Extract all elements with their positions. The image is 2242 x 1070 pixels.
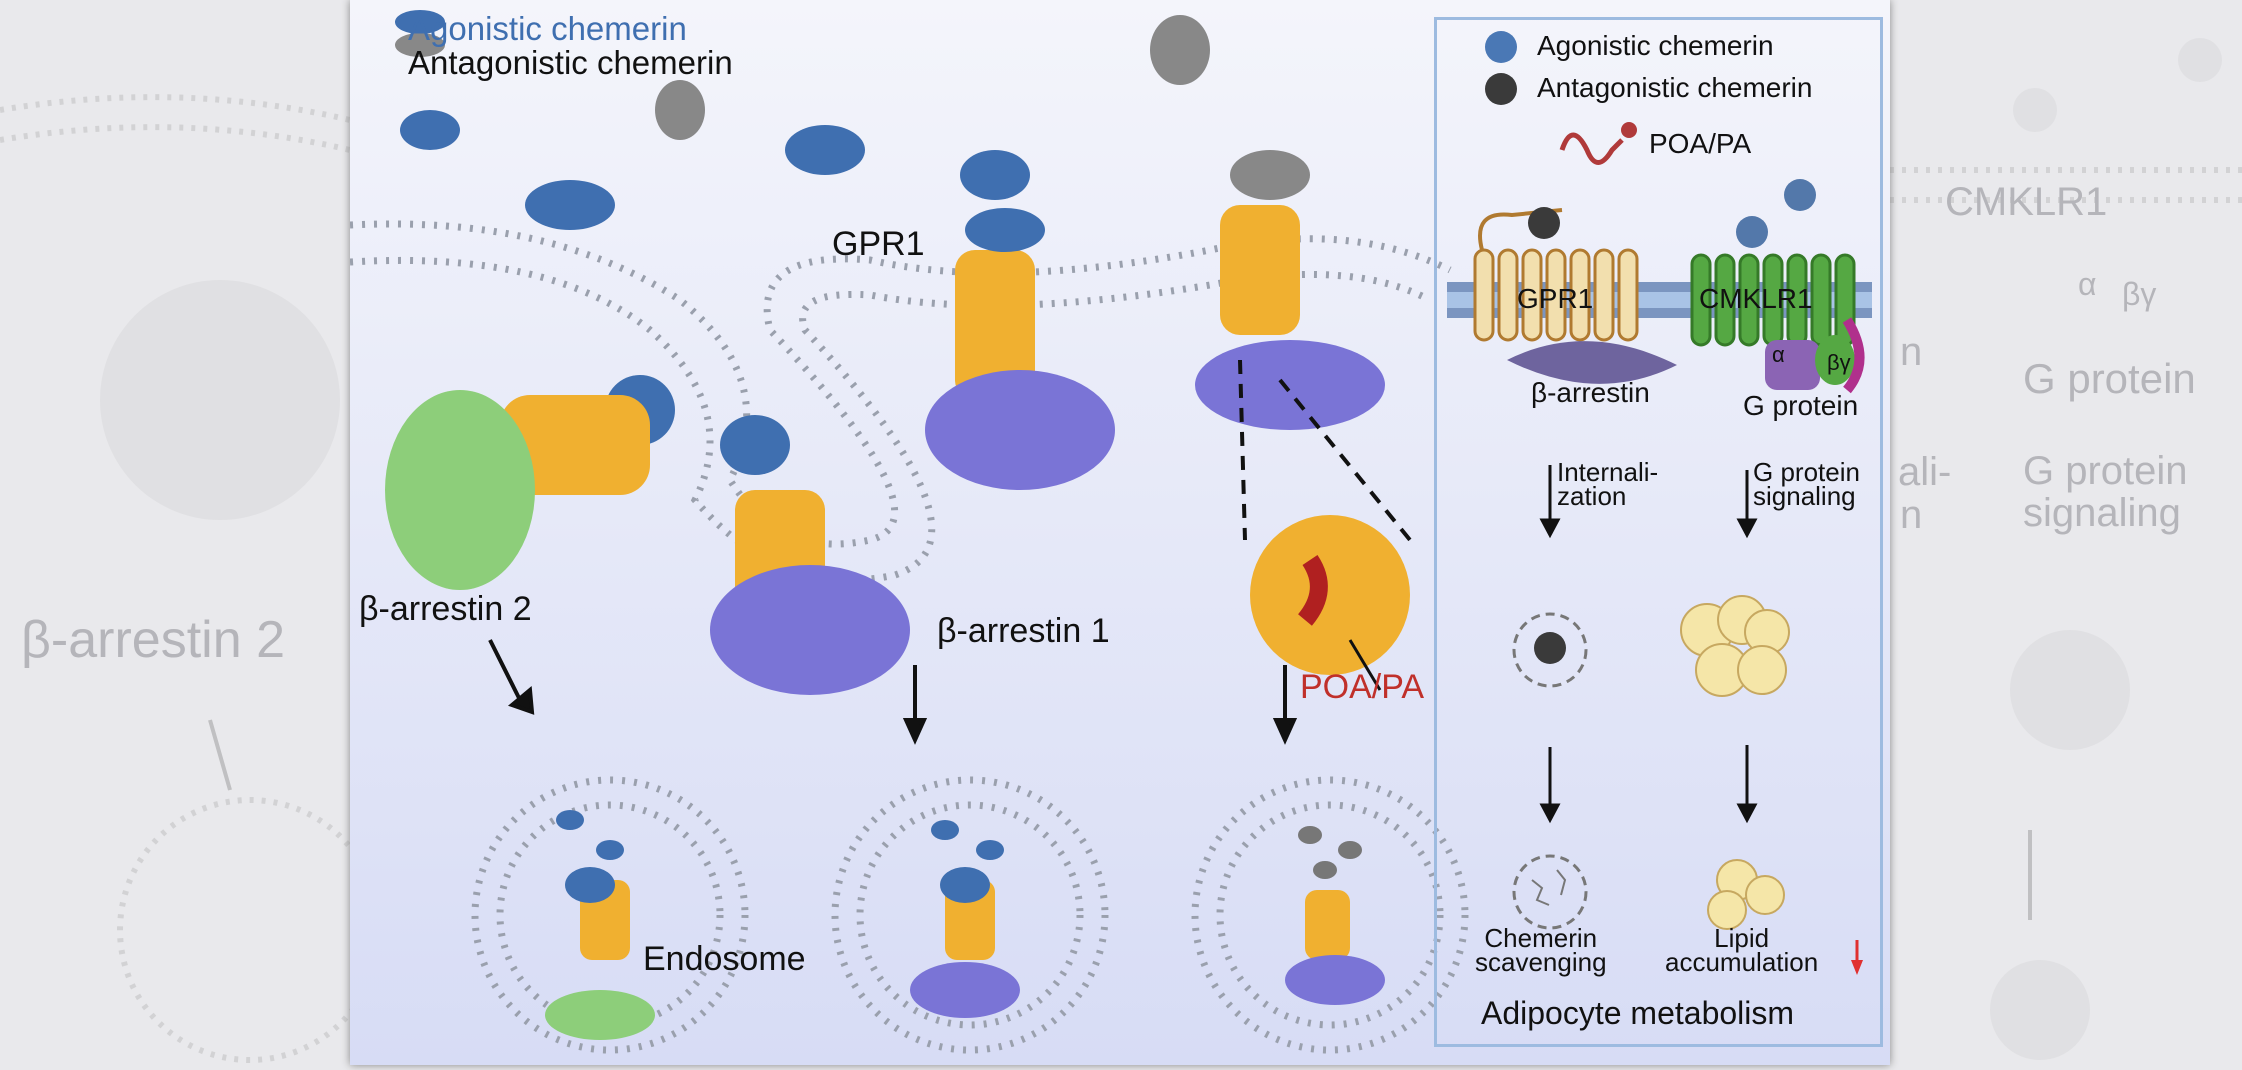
- receptor-gpr1-label: GPR1: [1517, 283, 1594, 314]
- beta-arrestin-label: β-arrestin: [1531, 377, 1650, 408]
- bg-label-g-protein-signaling: G protein signaling: [2023, 449, 2188, 535]
- summary-box: Agonistic chemerin Antagonistic chemerin…: [1434, 17, 1883, 1047]
- legend-antagonistic-label: Antagonistic chemerin: [1537, 72, 1813, 103]
- internalization-label: Internali- zation: [1557, 457, 1659, 511]
- summary-illustration: [1447, 31, 1872, 975]
- legend-agonistic-chemerin: Agonistic chemerin: [408, 10, 687, 47]
- g-protein-label: G protein: [1743, 390, 1859, 421]
- alpha-label: α: [1772, 342, 1785, 367]
- agonist-legend-dot: [1485, 31, 1517, 63]
- legend-antagonistic-chemerin: Antagonistic chemerin: [408, 44, 733, 81]
- bg-label-alpha: α: [2078, 266, 2097, 302]
- bg-partial-label-2: ali-: [1898, 450, 1952, 494]
- legend-poa-pa-label: POA/PA: [1649, 128, 1752, 159]
- beta-gamma-label: βγ: [1827, 350, 1851, 375]
- bg-partial-label-3: n: [1900, 493, 1923, 537]
- mechanism-illustration: [350, 10, 1469, 1054]
- label-beta-arrestin-1: β-arrestin 1: [937, 612, 1110, 650]
- bg-label-cmklr1: CMKLR1: [1945, 180, 2108, 224]
- bg-partial-label-1: n: [1900, 330, 1923, 374]
- bg-label-g-protein: G protein: [2023, 355, 2196, 402]
- chemerin-scavenging-label: Chemerin scavenging: [1475, 923, 1607, 977]
- lipid-accumulation-label: Lipid accumulation: [1665, 923, 1819, 977]
- bg-label-beta-gamma: βγ: [2122, 276, 2157, 312]
- label-endosome: Endosome: [643, 940, 806, 978]
- legend-agonistic-label: Agonistic chemerin: [1537, 30, 1774, 61]
- g-protein-signaling-label: G protein signaling: [1753, 457, 1860, 511]
- label-poa-pa: POA/PA: [1300, 668, 1425, 706]
- main-figure-panel: Agonistic chemerin Antagonistic chemerin…: [350, 0, 1890, 1065]
- adipocyte-metabolism-title: Adipocyte metabolism: [1481, 995, 1795, 1031]
- bg-label-beta-arrestin-2: β-arrestin 2: [21, 611, 285, 669]
- label-beta-arrestin-2: β-arrestin 2: [359, 590, 532, 628]
- receptor-cmklr1-label: CMKLR1: [1699, 283, 1813, 314]
- label-gpr1: GPR1: [832, 225, 925, 263]
- antagonist-legend-dot: [1485, 73, 1517, 105]
